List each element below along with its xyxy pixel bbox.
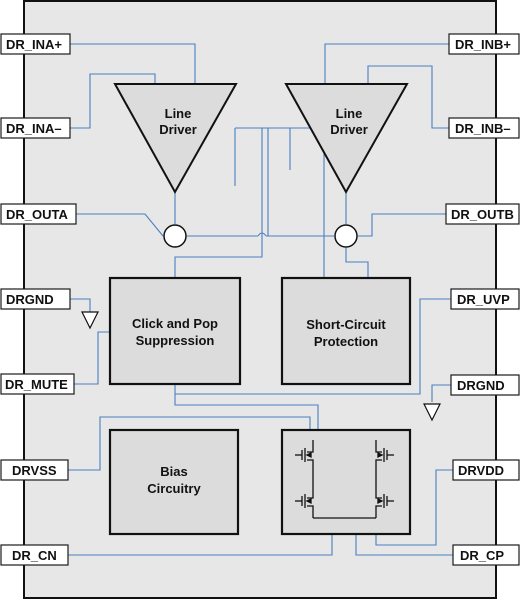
pin-label: DRVSS — [12, 463, 57, 478]
pin-label: DR_CP — [460, 548, 504, 563]
driver-b-label-1: Line — [336, 106, 363, 121]
summing-node-a — [163, 224, 187, 248]
pin-label: DR_INB– — [455, 121, 511, 136]
bias-label-1: Bias — [160, 464, 187, 479]
pin-dr-mute: DR_MUTE — [0, 373, 75, 395]
summing-node-b — [334, 224, 358, 248]
pin-drgnd-left: DRGND — [0, 288, 71, 310]
click-pop-label-1: Click and Pop — [132, 316, 218, 331]
mosfet-icon — [295, 440, 394, 519]
bias-block: Bias Circuitry — [108, 428, 240, 536]
pin-label: DR_CN — [12, 548, 57, 563]
pin-label: DR_MUTE — [5, 377, 68, 392]
pin-label: DR_OUTA — [6, 207, 68, 222]
pin-dr-uvp: DR_UVP — [450, 288, 520, 310]
pin-dr-cn: DR_CN — [0, 544, 69, 566]
pin-drvss: DRVSS — [0, 459, 69, 481]
pin-dr-outb: DR_OUTB — [445, 203, 520, 225]
pin-label: DR_UVP — [457, 292, 510, 307]
pin-label: DRGND — [6, 292, 54, 307]
short-circuit-label-1: Short-Circuit — [306, 317, 386, 332]
short-circuit-block: Short-Circuit Protection — [280, 276, 412, 386]
pin-drvdd: DRVDD — [452, 459, 520, 481]
ground-icon — [423, 403, 441, 422]
driver-b-label-2: Driver — [330, 122, 368, 137]
pin-label: DRGND — [457, 378, 505, 393]
signal-wires — [68, 43, 453, 556]
ground-icon — [81, 311, 99, 330]
pin-dr-cp: DR_CP — [452, 544, 520, 566]
pin-dr-ina-minus: DR_INA– — [0, 117, 71, 139]
bias-label-2: Circuitry — [147, 481, 201, 496]
pin-label: DRVDD — [458, 463, 504, 478]
chip-outline — [23, 0, 497, 599]
pin-dr-outa: DR_OUTA — [0, 203, 77, 225]
click-pop-label-2: Suppression — [136, 333, 215, 348]
driver-a-label-1: Line — [165, 106, 192, 121]
pin-drgnd-right: DRGND — [450, 374, 520, 396]
line-driver-b: Line Driver — [284, 83, 409, 195]
pin-label: DR_INA+ — [6, 37, 62, 52]
charge-pump-switches — [280, 428, 412, 536]
pin-dr-inb-plus: DR_INB+ — [448, 33, 520, 55]
pin-dr-inb-minus: DR_INB– — [448, 117, 520, 139]
pin-label: DR_INB+ — [455, 37, 511, 52]
driver-a-label-2: Driver — [159, 122, 197, 137]
pin-label: DR_INA– — [6, 121, 62, 136]
short-circuit-label-2: Protection — [314, 334, 378, 349]
click-pop-block: Click and Pop Suppression — [108, 276, 242, 386]
line-driver-a: Line Driver — [113, 83, 238, 195]
pin-dr-ina-plus: DR_INA+ — [0, 33, 71, 55]
pin-label: DR_OUTB — [451, 207, 514, 222]
